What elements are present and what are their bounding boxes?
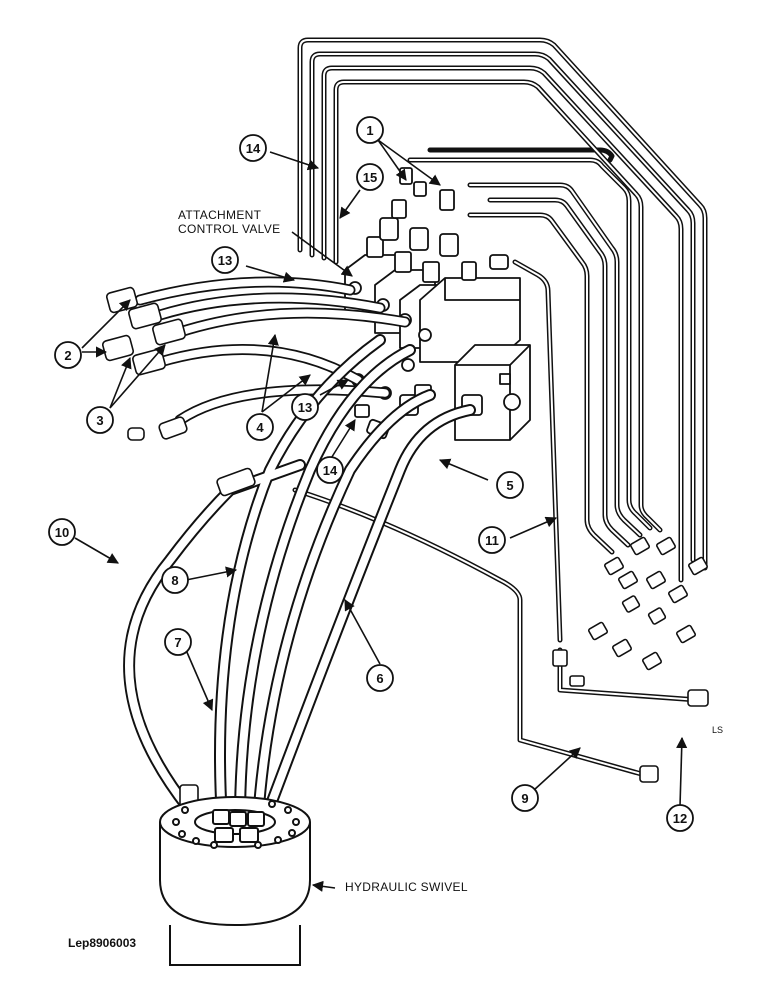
right-fittings (552, 536, 709, 783)
swivel-hoses (123, 334, 476, 826)
svg-text:3: 3 (96, 413, 103, 428)
ls-label: LS (712, 725, 723, 735)
flex-hoses-left (134, 276, 411, 426)
callout-7: 7 (164, 628, 192, 656)
swivel-label: HYDRAULIC SWIVEL (345, 880, 468, 894)
svg-text:13: 13 (218, 253, 232, 268)
callout-6: 6 (366, 664, 394, 692)
callout-10: 10 (48, 518, 76, 546)
callout-5: 5 (496, 471, 524, 499)
callout-2: 2 (54, 341, 82, 369)
svg-text:2: 2 (64, 348, 71, 363)
callout-9: 9 (511, 784, 539, 812)
svg-text:14: 14 (246, 141, 261, 156)
svg-text:9: 9 (521, 791, 528, 806)
callout-14a: 14 (239, 134, 267, 162)
callout-3: 3 (86, 406, 114, 434)
reference-code: Lep8906003 (68, 936, 137, 950)
callout-12: 12 (666, 804, 694, 832)
valve-label-line1: ATTACHMENT (178, 208, 262, 222)
svg-text:15: 15 (363, 170, 377, 185)
svg-text:8: 8 (171, 573, 178, 588)
svg-text:5: 5 (506, 478, 513, 493)
hydraulic-swivel (159, 796, 311, 966)
callout-4: 4 (246, 413, 274, 441)
callout-15: 15 (356, 163, 384, 191)
callout-13b: 13 (291, 393, 319, 421)
callout-14b: 14 (316, 456, 344, 484)
valve-label: ATTACHMENT CONTROL VALVE (178, 208, 280, 236)
svg-text:12: 12 (673, 811, 687, 826)
callout-1: 1 (356, 116, 384, 144)
svg-text:6: 6 (376, 671, 383, 686)
svg-text:10: 10 (55, 525, 69, 540)
callout-8: 8 (161, 566, 189, 594)
valve-label-line2: CONTROL VALVE (178, 222, 281, 236)
svg-text:4: 4 (256, 420, 264, 435)
svg-text:14: 14 (323, 463, 338, 478)
callout-circles: 1 2 3 4 5 6 7 8 9 10 11 12 13 13 14 14 1… (48, 116, 694, 832)
svg-text:13: 13 (298, 400, 312, 415)
svg-text:7: 7 (174, 635, 181, 650)
svg-text:11: 11 (485, 533, 499, 548)
svg-text:1: 1 (366, 123, 373, 138)
callout-13a: 13 (211, 246, 239, 274)
steel-tubes (292, 37, 708, 778)
callout-leaders (74, 139, 688, 892)
callout-11: 11 (478, 526, 506, 554)
